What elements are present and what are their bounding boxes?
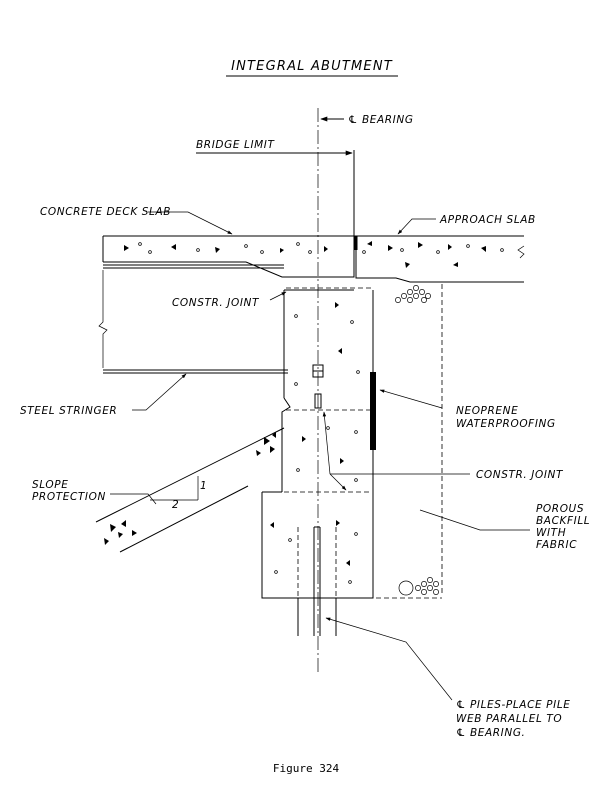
drawing-title: INTEGRAL ABUTMENT bbox=[231, 59, 393, 74]
gravel-clusters bbox=[395, 285, 439, 595]
concrete-aggregate bbox=[104, 241, 504, 584]
concrete-deck-slab-label: CONCRETE DECK SLAB bbox=[40, 206, 171, 218]
backfill-label-line2: BACKFILL bbox=[536, 515, 590, 527]
pile bbox=[297, 526, 337, 636]
piles-label-line2: WEB PARALLEL TO bbox=[456, 713, 562, 725]
concrete-deck-slab bbox=[102, 235, 525, 278]
slope-label-line1: SLOPE bbox=[32, 479, 68, 491]
slope-label-line2: PROTECTION bbox=[32, 491, 106, 503]
cl-bearing-label: ℄ BEARING bbox=[348, 114, 414, 126]
approach-slab bbox=[355, 236, 524, 283]
figure-caption: Figure 324 bbox=[273, 762, 340, 775]
approach-slab-label: APPROACH SLAB bbox=[439, 214, 536, 226]
neoprene-label-line1: NEOPRENE bbox=[456, 405, 518, 417]
backfill-label-line4: FABRIC bbox=[536, 539, 577, 551]
neoprene-waterproofing bbox=[370, 372, 376, 450]
piles-label-line1: ℄ PILES-PLACE PILE bbox=[456, 699, 571, 711]
neoprene-label-line2: WATERPROOFING bbox=[456, 418, 556, 430]
backfill-label-line1: POROUS bbox=[536, 503, 584, 515]
porous-backfill bbox=[376, 284, 443, 599]
constr-joint-upper-label: CONSTR. JOINT bbox=[172, 297, 260, 309]
piles-label-line3: ℄ BEARING. bbox=[456, 727, 526, 739]
bridge-limit-label: BRIDGE LIMIT bbox=[196, 139, 275, 151]
slope-rise-label: 1 bbox=[200, 480, 207, 492]
drain-pipe bbox=[398, 580, 414, 596]
slope-protection bbox=[95, 427, 285, 553]
steel-stringer bbox=[98, 264, 288, 374]
steel-stringer-label: STEEL STRINGER bbox=[20, 405, 117, 417]
backfill-label-line3: WITH bbox=[536, 527, 566, 539]
abutment-stem bbox=[281, 289, 374, 492]
pile-cap bbox=[261, 491, 374, 599]
leader-lines bbox=[110, 211, 530, 701]
bearing-plate bbox=[312, 364, 324, 409]
constr-joint-lower-label: CONSTR. JOINT bbox=[476, 469, 564, 481]
slope-run-label: 2 bbox=[172, 499, 179, 511]
